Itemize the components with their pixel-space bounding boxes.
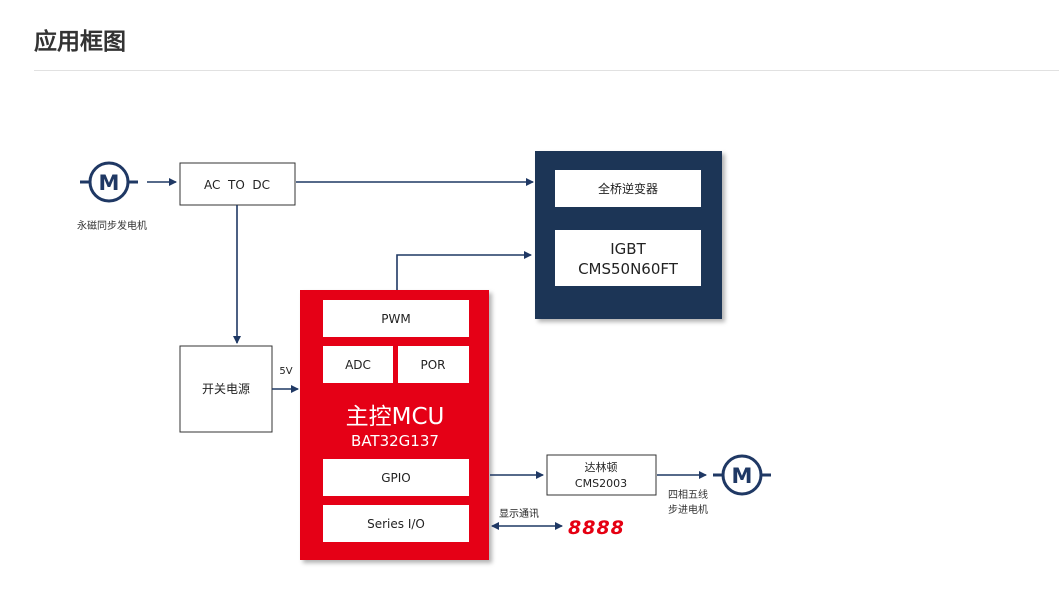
voltage-label: 5V [279, 366, 292, 377]
motor-right-symbol: M [732, 464, 753, 488]
motor-right-label-1: 四相五线 [668, 488, 708, 501]
inverter-block: 全桥逆变器 IGBT CMS50N60FT [535, 151, 722, 319]
adc-label: ADC [345, 358, 371, 372]
por-label: POR [420, 358, 445, 372]
motor-left-symbol: M [99, 171, 120, 195]
motor-left-icon [88, 161, 130, 203]
motor-right-icon [721, 454, 763, 496]
page-title: 应用框图 [34, 29, 126, 55]
mcu-model: BAT32G137 [351, 432, 439, 450]
pwm-label: PWM [381, 312, 410, 326]
arrow-pwm-to-igbt [396, 251, 532, 290]
motor-right: M 四相五线 步进电机 [668, 454, 771, 516]
mcu-title: 主控MCU [346, 404, 445, 430]
mcu-block: PWM ADC POR 主控MCU BAT32G137 GPIO Series … [300, 290, 489, 560]
title-divider [34, 70, 1059, 71]
acdc-label: AC TO DC [204, 178, 270, 192]
darlington-box: 达林顿 CMS2003 [546, 454, 657, 496]
switch-power-label: 开关电源 [202, 382, 250, 396]
series-io-label: Series I/O [367, 517, 425, 531]
bridge-inverter-label: 全桥逆变器 [598, 181, 658, 196]
igbt-label: IGBT [610, 240, 646, 258]
gpio-label: GPIO [381, 471, 411, 485]
acdc-box: AC TO DC [179, 162, 296, 206]
darlington-model: CMS2003 [575, 477, 627, 490]
igbt-model-label: CMS50N60FT [578, 260, 679, 278]
display-comm-label: 显示通讯 [499, 508, 539, 520]
motor-left: M 永磁同步发电机 [77, 161, 147, 232]
motor-left-label: 永磁同步发电机 [77, 219, 147, 232]
motor-right-label-2: 步进电机 [668, 503, 708, 516]
darlington-label: 达林顿 [585, 460, 618, 474]
switch-power-box: 开关电源 [179, 345, 273, 433]
seven-segment-display-icon: 8888 [568, 517, 625, 539]
